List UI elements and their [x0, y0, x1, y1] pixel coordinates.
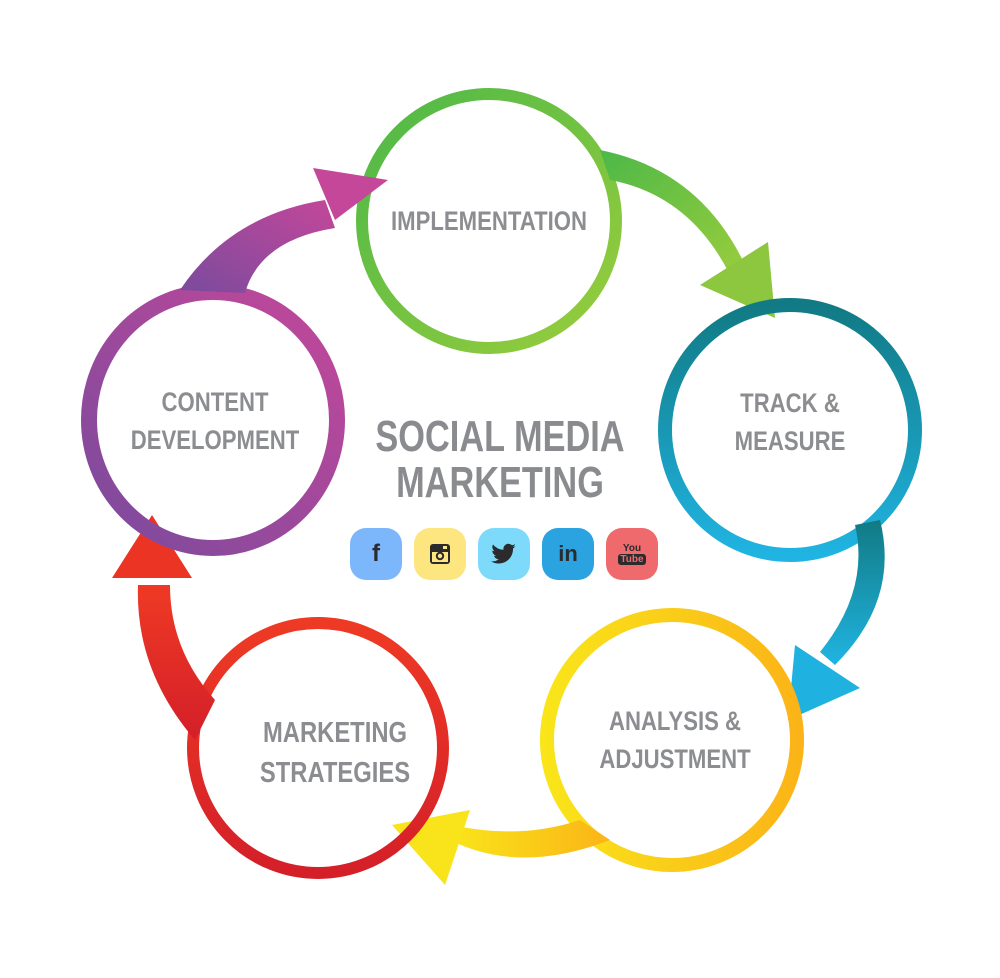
youtube-icon: You Tube [606, 528, 658, 580]
linkedin-icon: in [542, 528, 594, 580]
facebook-icon: f [350, 528, 402, 580]
stage-label-analysis-adjustment: ANALYSIS & ADJUSTMENT [599, 706, 751, 774]
arrow-head-icon [112, 515, 192, 578]
arrow-head-icon [392, 810, 470, 885]
arrow-head-icon [700, 242, 775, 318]
implementation-ring [356, 88, 775, 354]
instagram-icon [414, 528, 466, 580]
twitter-bird-icon [491, 543, 516, 564]
instagram-glyph-icon [430, 544, 450, 564]
stage-label-marketing-strategies: MARKETING STRATEGIES [259, 717, 411, 789]
stage-label-track-measure: TRACK & MEASURE [734, 388, 846, 456]
stage-label-implementation: IMPLEMENTATION [391, 206, 587, 236]
center-title: SOCIAL MEDIA MARKETING [375, 412, 625, 507]
content-development-ring [81, 168, 388, 556]
arrow-head-icon [788, 645, 860, 720]
stage-label-content-development: CONTENT DEVELOPMENT [130, 387, 300, 455]
marketing-strategies-ring [112, 515, 449, 879]
arrow-head-icon [313, 168, 388, 220]
track-measure-ring [658, 298, 922, 720]
twitter-icon [478, 528, 530, 580]
social-icons-row: f in You Tube [350, 528, 658, 580]
